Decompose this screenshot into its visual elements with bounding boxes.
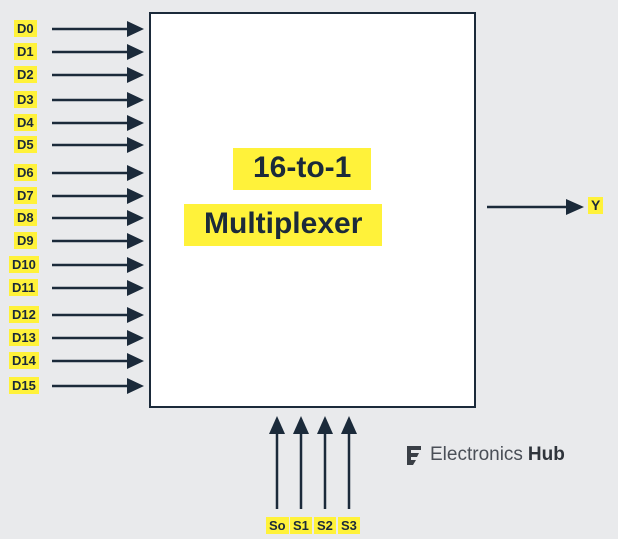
- input-arrowhead: [127, 353, 144, 369]
- select-label-s3: S3: [338, 517, 360, 534]
- input-label-d6: D6: [14, 164, 37, 181]
- select-label-s0: So: [266, 517, 289, 534]
- input-arrowhead: [127, 44, 144, 60]
- title-line-1: 16-to-1: [233, 148, 372, 190]
- select-arrowhead: [341, 416, 357, 434]
- select-label-s2: S2: [314, 517, 336, 534]
- output-arrow: [487, 199, 584, 215]
- input-label-d8: D8: [14, 209, 37, 226]
- select-arrowhead: [293, 416, 309, 434]
- input-arrowhead: [127, 92, 144, 108]
- input-arrows: [52, 21, 144, 394]
- input-arrowhead: [127, 307, 144, 323]
- input-label-d4: D4: [14, 114, 37, 131]
- input-arrowhead: [127, 115, 144, 131]
- logo-text-bold: Hub: [527, 444, 565, 465]
- input-arrowhead: [127, 188, 144, 204]
- title-line-2: Multiplexer: [184, 204, 383, 246]
- input-arrowhead: [127, 330, 144, 346]
- select-arrows: [269, 416, 357, 509]
- input-arrowhead: [127, 21, 144, 37]
- output-label: Y: [588, 197, 604, 214]
- select-label-s1: S1: [290, 517, 312, 534]
- input-arrowhead: [127, 137, 144, 153]
- input-label-d14: D14: [9, 352, 39, 369]
- input-arrowhead: [127, 378, 144, 394]
- electronics-hub-logo: Electronics Hub: [404, 443, 565, 467]
- logo-text: Electronics: [430, 444, 523, 465]
- input-arrowhead: [127, 233, 144, 249]
- input-label-d15: D15: [9, 377, 39, 394]
- input-label-d7: D7: [14, 187, 37, 204]
- input-arrowhead: [127, 280, 144, 296]
- input-label-d9: D9: [14, 232, 37, 249]
- select-arrowhead: [317, 416, 333, 434]
- input-label-d2: D2: [14, 66, 37, 83]
- input-label-d10: D10: [9, 256, 39, 273]
- input-label-d11: D11: [9, 279, 39, 296]
- input-label-d5: D5: [14, 136, 37, 153]
- input-label-d1: D1: [14, 43, 37, 60]
- input-label-d13: D13: [9, 329, 39, 346]
- select-arrowhead: [269, 416, 285, 434]
- logo-icon: [407, 446, 421, 465]
- input-arrowhead: [127, 165, 144, 181]
- input-arrowhead: [127, 257, 144, 273]
- input-label-d3: D3: [14, 91, 37, 108]
- input-label-d0: D0: [14, 20, 37, 37]
- input-arrowhead: [127, 67, 144, 83]
- input-arrowhead: [127, 210, 144, 226]
- input-label-d12: D12: [9, 306, 39, 323]
